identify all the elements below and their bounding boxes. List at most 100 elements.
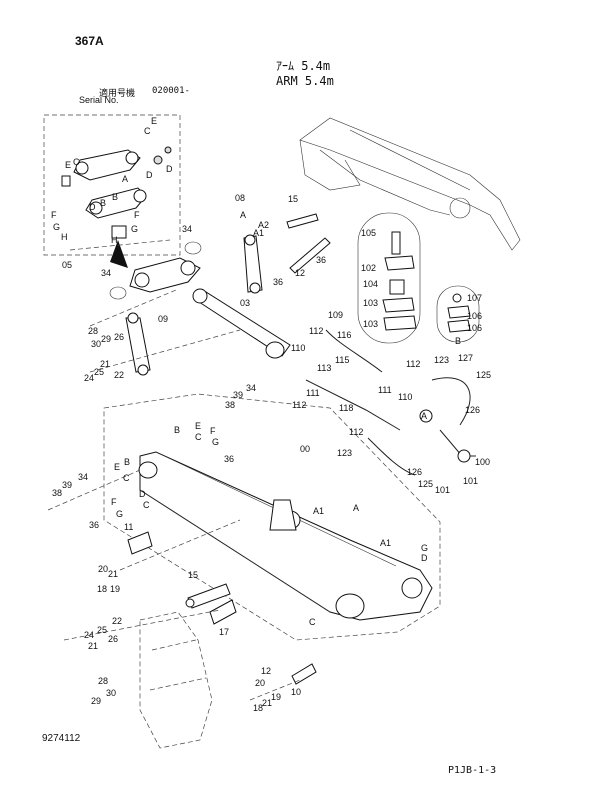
callout-label: G bbox=[212, 437, 219, 447]
callout-label: G bbox=[116, 509, 123, 519]
callout-label: 125 bbox=[476, 370, 491, 380]
callout-label: 112 bbox=[406, 359, 420, 369]
callout-label: 29 bbox=[91, 696, 101, 706]
detail-b-frame bbox=[436, 285, 480, 343]
detail-b-drawing bbox=[447, 293, 471, 333]
callout-label: C bbox=[73, 157, 80, 167]
pin-detail-frame bbox=[357, 212, 421, 344]
bushing-11 bbox=[127, 531, 153, 555]
callout-label: 36 bbox=[316, 255, 326, 265]
page-reference: P1JB-1-3 bbox=[448, 765, 497, 776]
callout-label: 106 bbox=[467, 323, 482, 333]
callout-label: 00 bbox=[300, 444, 310, 454]
callout-label: 126 bbox=[407, 467, 422, 477]
callout-label: E bbox=[195, 421, 201, 431]
callout-label: 26 bbox=[108, 634, 118, 644]
callout-labels: E C E C A D D D B B F G H F G H 05 34 34… bbox=[51, 116, 491, 713]
callout-label: 22 bbox=[114, 370, 124, 380]
callout-label: A bbox=[122, 174, 128, 184]
callout-label: 34 bbox=[182, 224, 192, 234]
arm-body-00 bbox=[138, 451, 433, 621]
callout-label: C bbox=[195, 432, 202, 442]
callout-label: C bbox=[144, 126, 151, 136]
callout-label: A2 bbox=[258, 220, 269, 230]
callout-label: E bbox=[65, 160, 71, 170]
callout-label: 36 bbox=[273, 277, 283, 287]
bucket-reference-sketch bbox=[139, 611, 213, 749]
callout-label: E bbox=[114, 462, 120, 472]
callout-label: 12 bbox=[261, 666, 271, 676]
callout-label: F bbox=[134, 210, 140, 220]
callout-label: 30 bbox=[91, 339, 101, 349]
callout-label: 20 bbox=[98, 564, 108, 574]
callout-label: 39 bbox=[62, 480, 72, 490]
callout-label: 25 bbox=[97, 625, 107, 635]
callout-label: 38 bbox=[52, 488, 62, 498]
callout-label: 21 bbox=[108, 569, 118, 579]
callout-label: B bbox=[174, 425, 180, 435]
callout-label: G bbox=[421, 543, 428, 553]
callout-label: 34 bbox=[246, 383, 256, 393]
callout-label: H bbox=[111, 235, 118, 245]
callout-label: 127 bbox=[458, 353, 473, 363]
callout-label: D bbox=[166, 164, 173, 174]
callout-label: C bbox=[309, 617, 316, 627]
title-english: ARM 5.4m bbox=[276, 74, 334, 88]
callout-label: 109 bbox=[328, 310, 343, 320]
callout-label: 101 bbox=[463, 476, 478, 486]
callout-label: 102 bbox=[361, 263, 376, 273]
callout-label: 111 bbox=[378, 385, 392, 395]
callout-label: 18 bbox=[253, 703, 263, 713]
callout-label: 118 bbox=[339, 403, 353, 413]
hose-lines bbox=[305, 329, 476, 476]
callout-label: 104 bbox=[363, 279, 378, 289]
callout-label: 09 bbox=[158, 314, 168, 324]
callout-label: A1 bbox=[253, 228, 264, 238]
callout-label: H bbox=[61, 232, 68, 242]
callout-label: 19 bbox=[271, 692, 281, 702]
callout-label: F bbox=[51, 210, 57, 220]
callout-label: 111 bbox=[306, 388, 320, 398]
pin-10 bbox=[291, 663, 317, 685]
callout-label: 24 bbox=[84, 373, 94, 383]
callout-label: 34 bbox=[78, 472, 88, 482]
callout-label: 39 bbox=[233, 390, 243, 400]
callout-label: 112 bbox=[292, 400, 306, 410]
callout-label: 24 bbox=[84, 630, 94, 640]
callout-label: 110 bbox=[398, 392, 412, 402]
callout-label: 28 bbox=[88, 326, 98, 336]
callout-label: A1 bbox=[380, 538, 391, 548]
callout-label: 36 bbox=[89, 520, 99, 530]
callout-label: 123 bbox=[337, 448, 352, 458]
link-09 bbox=[125, 312, 151, 376]
callout-label: 29 bbox=[101, 334, 111, 344]
callout-label: G bbox=[131, 224, 138, 234]
callout-label: 26 bbox=[114, 332, 124, 342]
callout-label: 19 bbox=[110, 584, 120, 594]
title-japanese: ｱｰﾑ 5.4m bbox=[276, 59, 331, 73]
callout-label: 100 bbox=[475, 457, 490, 467]
callout-label: D bbox=[139, 489, 146, 499]
callout-label: 105 bbox=[361, 228, 376, 238]
callout-label: 112 bbox=[349, 427, 363, 437]
excavator-reference-sketch bbox=[299, 117, 521, 251]
callout-label: 18 bbox=[97, 584, 107, 594]
callout-label: 08 bbox=[235, 193, 245, 203]
callout-label: 123 bbox=[434, 355, 449, 365]
callout-label: 21 bbox=[88, 641, 98, 651]
callout-label: 113 bbox=[317, 363, 331, 373]
link-detail-frame bbox=[43, 114, 181, 256]
callout-label: F bbox=[210, 426, 216, 436]
callout-label: 115 bbox=[335, 355, 349, 365]
callout-label: B bbox=[100, 198, 106, 208]
callout-label: 22 bbox=[112, 616, 122, 626]
callout-label: 103 bbox=[363, 319, 378, 329]
callout-label: 11 bbox=[124, 522, 133, 532]
callout-label: B bbox=[112, 192, 118, 202]
callout-label: 112 bbox=[309, 326, 323, 336]
callout-label: A1 bbox=[313, 506, 324, 516]
callout-label: 21 bbox=[100, 359, 110, 369]
callout-label: 101 bbox=[435, 485, 450, 495]
callout-label: 12 bbox=[295, 268, 305, 278]
